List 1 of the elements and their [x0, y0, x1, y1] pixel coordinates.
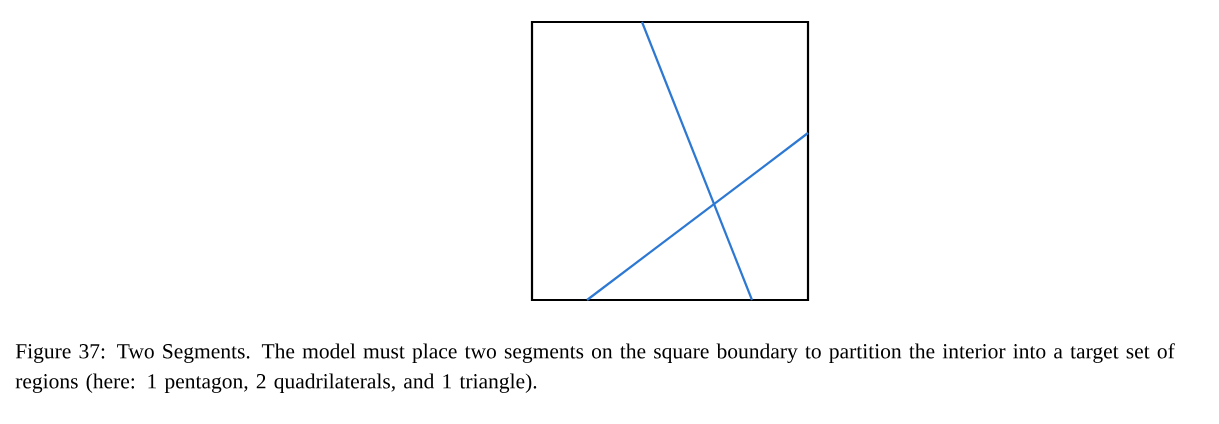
figure-caption: Figure 37: Two Segments. The model must place two segments on the square boundary to partition the interior into a target set of regions (here: 1 pentagon, 2 quadrilaterals, and 1 triangle). [15, 343, 1175, 393]
